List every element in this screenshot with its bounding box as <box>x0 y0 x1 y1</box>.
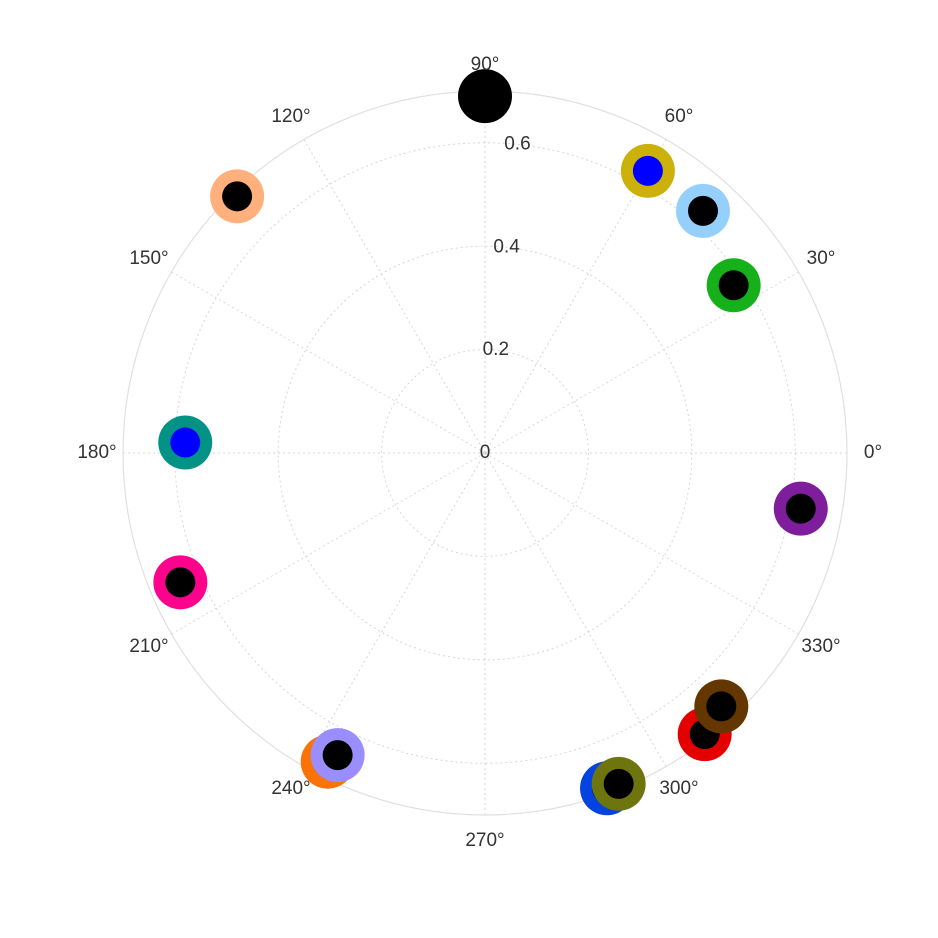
marker-inner <box>688 195 719 226</box>
angle-tick-label: 240° <box>271 778 310 799</box>
data-point <box>694 679 749 734</box>
data-point <box>153 555 208 610</box>
angle-tick-label: 0° <box>864 442 882 463</box>
angular-gridline <box>171 271 486 454</box>
tick-labels: 0° 30° 60° 90° 120° 150° 180° 210° 240° 270° 300° 3… <box>77 54 882 851</box>
marker-inner <box>222 181 253 212</box>
angle-tick-label: 270° <box>465 830 504 851</box>
radial-gridline <box>381 349 589 557</box>
radius-tick-label: 0.6 <box>504 133 530 154</box>
marker-inner <box>718 270 749 301</box>
angle-tick-label: 210° <box>129 636 168 657</box>
marker-inner <box>165 567 196 598</box>
angle-tick-label: 60° <box>665 106 694 127</box>
marker-inner <box>470 81 500 112</box>
angle-tick-label: 90° <box>471 54 500 75</box>
angular-gridline <box>484 452 799 635</box>
data-point <box>706 258 761 313</box>
radius-tick-label: 0.4 <box>493 236 520 257</box>
data-point <box>158 415 213 470</box>
angular-gridline <box>303 139 486 454</box>
radius-tick-label: 0.2 <box>483 339 509 360</box>
data-point <box>458 69 512 124</box>
marker-inner <box>322 740 353 771</box>
marker-inner <box>785 493 816 524</box>
angular-gridline <box>484 452 667 767</box>
data-point <box>620 143 675 198</box>
data-point <box>773 481 828 536</box>
angle-tick-label: 180° <box>77 442 116 463</box>
angular-gridline <box>171 452 486 635</box>
data-point <box>310 728 365 783</box>
data-point <box>210 169 265 224</box>
angle-tick-label: 330° <box>801 636 840 657</box>
angle-tick-label: 300° <box>659 778 698 799</box>
marker-inner <box>632 155 663 186</box>
data-points <box>153 69 828 816</box>
radius-tick-label: 0 <box>480 442 491 463</box>
angle-tick-label: 120° <box>271 106 310 127</box>
angle-tick-label: 150° <box>129 248 168 269</box>
data-point <box>591 756 646 811</box>
marker-inner <box>603 768 634 799</box>
polar-grid <box>122 90 848 816</box>
marker-inner <box>170 427 201 458</box>
data-point <box>676 183 731 238</box>
marker-inner <box>706 691 737 722</box>
angular-gridline <box>303 452 486 767</box>
angle-tick-label: 30° <box>807 248 836 269</box>
